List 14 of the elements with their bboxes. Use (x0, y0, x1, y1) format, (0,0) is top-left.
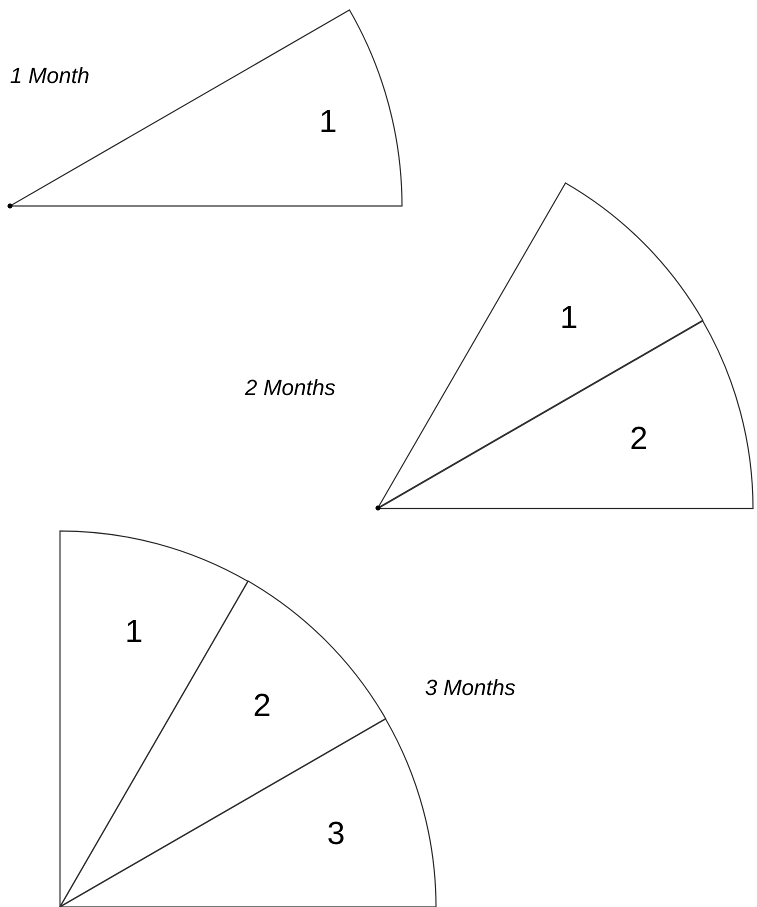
duration-label: 2 Months (245, 374, 336, 402)
sector-segment (60, 531, 248, 907)
segment-number: 1 (125, 614, 143, 647)
duration-label: 3 Months (425, 674, 516, 702)
sector-segment (60, 719, 436, 907)
sector-segment (378, 183, 703, 508)
sector-segment (60, 581, 386, 907)
segment-number: 2 (253, 688, 271, 721)
segment-number: 3 (327, 817, 345, 850)
duration-label: 1 Month (10, 62, 90, 90)
segment-number: 1 (319, 104, 337, 137)
sector-segment (10, 10, 402, 206)
segment-number: 1 (560, 301, 578, 334)
segment-number: 2 (630, 422, 648, 454)
